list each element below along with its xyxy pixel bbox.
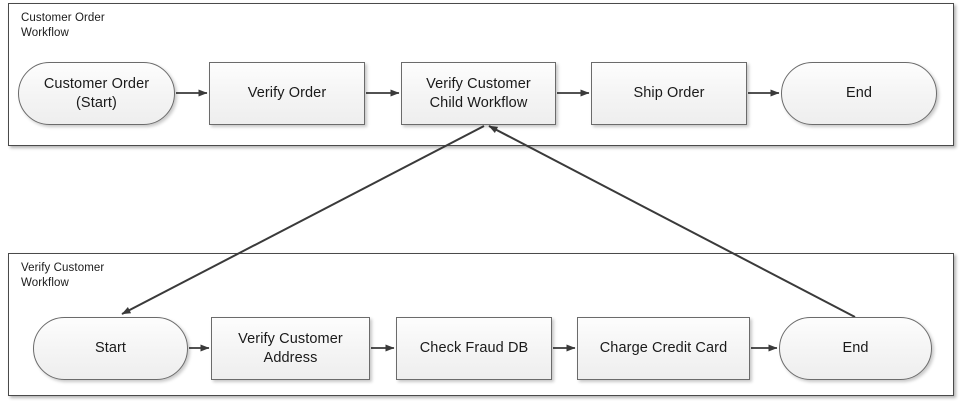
node-label-verify-customer-address: Verify Customer Address (238, 330, 343, 366)
node-check-fraud-db[interactable]: Check Fraud DB (396, 317, 552, 380)
node-label-check-fraud-db: Check Fraud DB (419, 340, 529, 356)
node-label-verify-start: Start (94, 340, 127, 356)
pool-title-verify-customer-workflow: Verify Customer Workflow (21, 262, 105, 289)
node-label-customer-order-end: End (845, 85, 873, 101)
node-verify-order[interactable]: Verify Order (209, 62, 365, 125)
node-ship-order[interactable]: Ship Order (591, 62, 747, 125)
node-verify-end[interactable]: End (779, 317, 932, 380)
pool-title-customer-order-workflow: Customer Order Workflow (21, 12, 105, 39)
node-label-verify-end: End (842, 340, 869, 356)
node-label-customer-order-start: Customer Order (Start) (43, 75, 150, 111)
node-customer-order-end[interactable]: End (781, 62, 937, 125)
node-label-verify-order: Verify Order (247, 85, 327, 101)
node-verify-start[interactable]: Start (33, 317, 188, 380)
node-verify-customer-address[interactable]: Verify Customer Address (211, 317, 370, 380)
node-label-verify-customer-child-workflow: Verify Customer Child Workflow (426, 75, 531, 111)
node-label-charge-credit-card: Charge Credit Card (599, 340, 728, 356)
node-label-ship-order: Ship Order (633, 85, 705, 101)
node-charge-credit-card[interactable]: Charge Credit Card (577, 317, 750, 380)
node-customer-order-start[interactable]: Customer Order (Start) (18, 62, 175, 125)
node-verify-customer-child-workflow[interactable]: Verify Customer Child Workflow (401, 62, 556, 125)
